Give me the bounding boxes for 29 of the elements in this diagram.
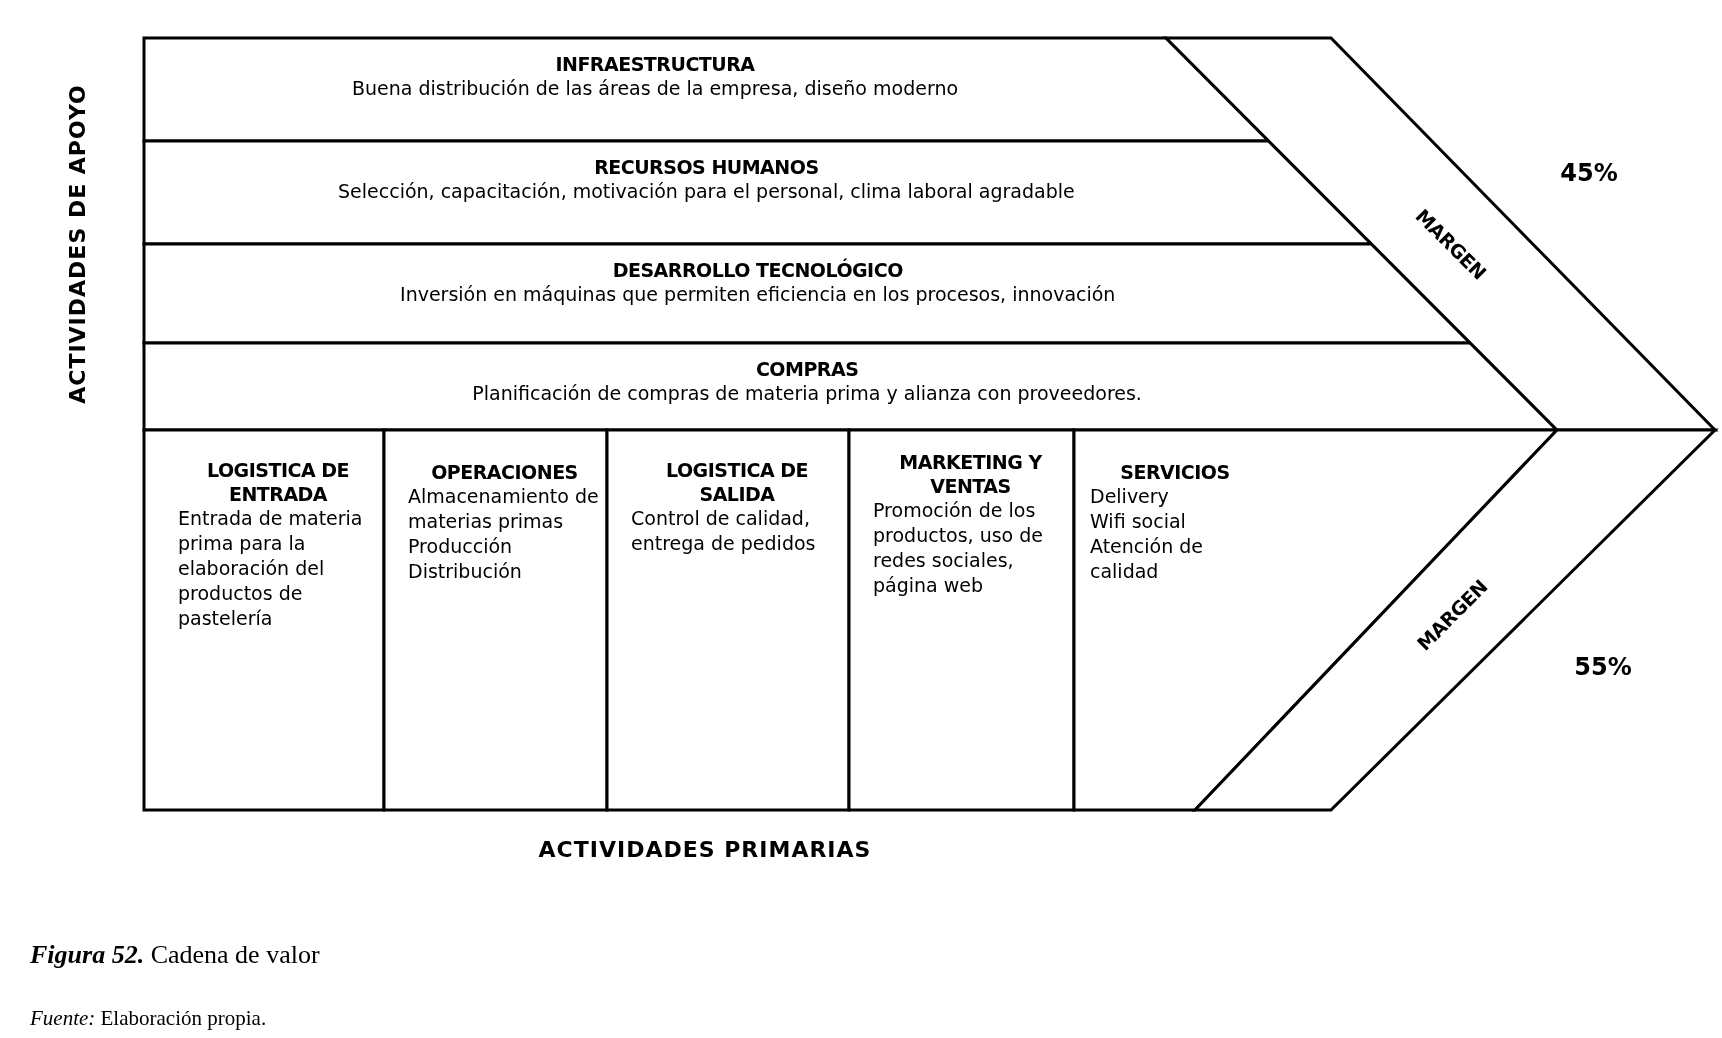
- axis-label: ACTIVIDADES PRIMARIAS: [538, 836, 872, 862]
- activity-heading: RECURSOS HUMANOS: [594, 155, 819, 179]
- activity-heading: LOGISTICA DE SALIDA: [665, 458, 809, 506]
- activity-description: Atención de calidad: [1090, 534, 1205, 584]
- activity-description: Wifi social: [1090, 509, 1186, 534]
- activity-description: Almacenamiento de materias primas: [408, 484, 600, 534]
- activity-heading: OPERACIONES: [431, 460, 578, 484]
- activity-heading: INFRAESTRUCTURA: [555, 52, 755, 76]
- primary-activity-column: [849, 430, 1074, 810]
- activity-heading: DESARROLLO TECNOLÓGICO: [612, 258, 903, 282]
- activity-description: Distribución: [408, 559, 522, 584]
- activity-description: Inversión en máquinas que permiten eficiencia en los procesos, innovación: [400, 282, 1116, 307]
- primary-activity-column: [607, 430, 849, 810]
- axis-label: ACTIVIDADES DE APOYO: [64, 84, 90, 404]
- activity-description: Producción: [408, 534, 513, 559]
- activity-description: Selección, capacitación, motivación para el personal, clima laboral agradable: [338, 179, 1075, 204]
- activity-description: Planificación de compras de materia prima y alianza con proveedores.: [472, 381, 1142, 406]
- activity-description: Control de calidad, entrega de pedidos: [631, 506, 817, 556]
- primary-activity-column: [384, 430, 607, 810]
- activity-description: Entrada de materia prima para la elaboración del productos de pastelería: [178, 506, 364, 631]
- source-note: Fuente: Elaboración propia.: [30, 1005, 267, 1031]
- activity-description: Buena distribución de las áreas de la empresa, diseño moderno: [351, 76, 959, 101]
- activity-description: Delivery: [1090, 484, 1169, 509]
- primary-activity-column: [144, 430, 384, 810]
- activity-heading: COMPRAS: [755, 357, 859, 381]
- figure-caption: Figura 52. Cadena de valor: [30, 940, 320, 970]
- activity-heading: MARKETING Y VENTAS: [898, 450, 1043, 498]
- activity-heading: LOGISTICA DE ENTRADA: [206, 458, 350, 506]
- activity-description: Promoción de los productos, uso de redes sociales, página web: [873, 498, 1045, 598]
